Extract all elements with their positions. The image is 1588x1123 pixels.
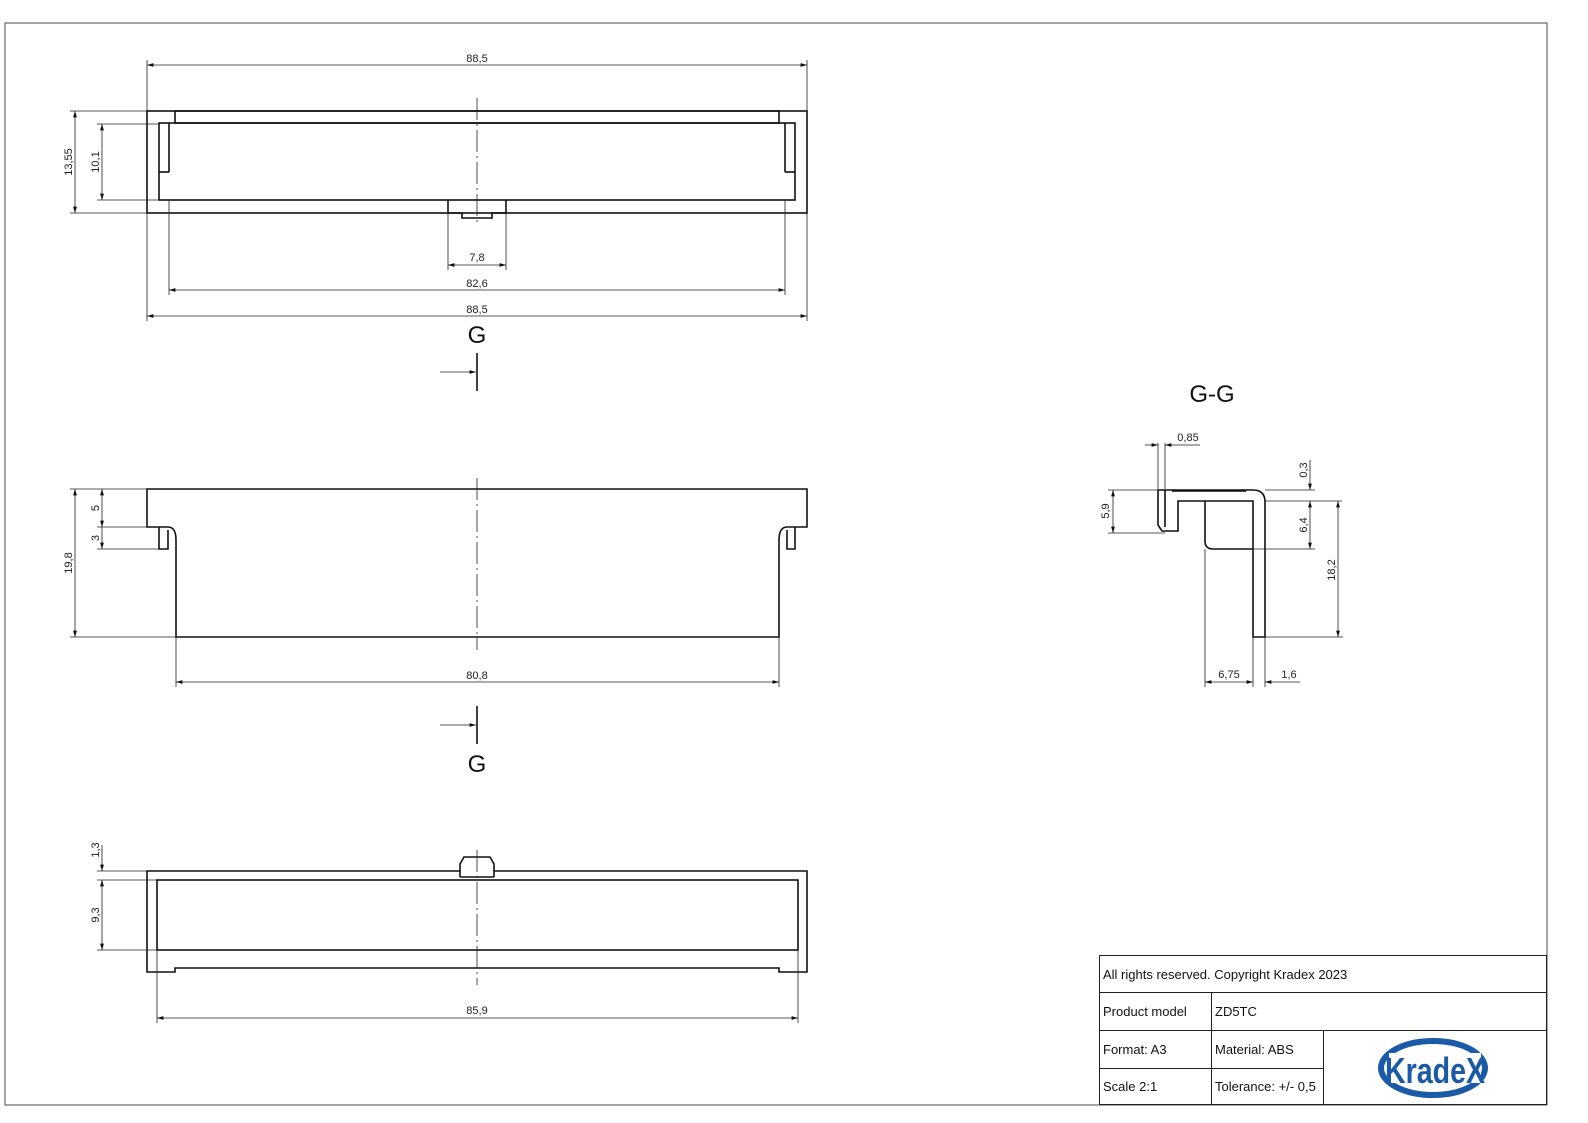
section-marker-bottom: G	[440, 706, 486, 778]
dim-lip: 0,85	[1177, 432, 1198, 444]
logo-ellipse-icon: KradeX	[1378, 1037, 1488, 1098]
dim-wall-height: 18,2	[1326, 559, 1338, 580]
tolerance-text: Tolerance: +/- 0,5	[1211, 1068, 1324, 1105]
dim-inner-width: 82,6	[466, 278, 487, 290]
product-model-value: ZD5TC	[1211, 992, 1547, 1031]
copyright-text: All rights reserved. Copyright Kradex 20…	[1099, 955, 1547, 993]
bottom-view: 1,3 9,3 85,9	[90, 842, 808, 1023]
dim-top-skin: 0,3	[1298, 462, 1310, 477]
section-marker-top: G	[440, 322, 486, 391]
top-view: 88,5 13,55 10,1 7,8 82,6 88,5	[63, 53, 808, 321]
section-g-g: G-G 0,85 5,9 0,3 6,4 18,2 6,75 1,6	[1100, 381, 1343, 687]
dim-overall-width-bottom: 88,5	[466, 304, 487, 316]
svg-text:G: G	[468, 322, 487, 349]
scale-text: Scale 2:1	[1099, 1068, 1212, 1105]
format-text: Format: A3	[1099, 1030, 1212, 1069]
dim-pocket-depth: 6,4	[1298, 517, 1310, 532]
dim-wall-thickness: 1,6	[1281, 669, 1296, 681]
dim-lip-height: 5,9	[1100, 503, 1112, 518]
dim-step-foot: 3	[90, 535, 102, 541]
dim-height-outer: 13,55	[63, 148, 75, 176]
material-text: Material: ABS	[1211, 1030, 1324, 1069]
dim-tab-width: 7,8	[469, 252, 484, 264]
front-view: 19,8 5 3 80,8	[63, 478, 808, 687]
kradex-logo: KradeX	[1324, 1031, 1546, 1104]
dim-tab-height: 1,3	[90, 842, 102, 857]
dim-height-inner: 10,1	[90, 151, 102, 172]
section-title: G-G	[1189, 381, 1234, 408]
svg-text:KradeX: KradeX	[1385, 1050, 1485, 1091]
dim-inner-height: 9,3	[90, 907, 102, 922]
sheet-border	[4, 22, 1548, 1106]
product-model-label: Product model	[1099, 992, 1212, 1031]
svg-text:G: G	[468, 751, 487, 778]
dim-total-height: 19,8	[63, 552, 75, 573]
dim-overall-width: 88,5	[466, 53, 487, 65]
logo-cell	[1323, 1030, 1547, 1105]
dim-pocket-width: 6,75	[1218, 669, 1239, 681]
dim-body-width: 80,8	[466, 670, 487, 682]
dim-bottom-inner-width: 85,9	[466, 1005, 487, 1017]
dim-step-top: 5	[90, 505, 102, 511]
